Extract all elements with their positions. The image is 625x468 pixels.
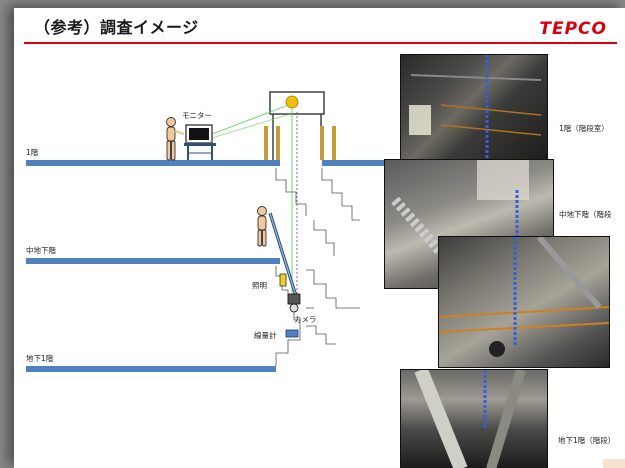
photo-label-1f: 1階（階段室） [559, 124, 609, 133]
lighting-unit [279, 273, 287, 287]
title-underline [24, 42, 617, 44]
monitor-cable-2 [211, 113, 291, 139]
label-floor-mezzanine: 中地下階 [26, 246, 56, 255]
page-title: （参考）調査イメージ [34, 18, 199, 37]
label-monitor: モニター [182, 111, 212, 120]
camera-unit [287, 293, 301, 313]
label-floor-b1: 地下1階 [26, 354, 54, 363]
label-floor-1f: 1階 [26, 148, 39, 157]
floor-slab-1f-right [322, 160, 384, 166]
dosimeter-unit [285, 329, 299, 338]
photo-label-b1: 地下1階（階段） [558, 436, 616, 445]
worker-1f [166, 117, 185, 161]
floor-slab-1f [26, 160, 280, 166]
tepco-logo: TEPCO [539, 19, 607, 39]
worker-mezzanine [257, 206, 267, 247]
photo-b1-content [414, 370, 526, 468]
monitor-cable [211, 105, 287, 135]
label-dosimeter: 線量計 [254, 331, 277, 340]
cross-section-diagram [26, 91, 384, 372]
slide: （参考）調査イメージ TEPCO [14, 8, 625, 468]
floor-slab-mezzanine [26, 258, 280, 264]
photo-mezzanine-landing [438, 236, 610, 368]
label-camera: カメラ [294, 315, 317, 324]
corner-note [603, 459, 625, 468]
photo-landing-content [439, 237, 609, 357]
photo-b1-stairwell [400, 369, 548, 468]
label-lighting: 照明 [252, 281, 267, 290]
photo-label-mezzanine: 中地下階（階段 [559, 210, 612, 219]
gantry-frame [264, 91, 336, 160]
photo-1f-stairwell [400, 54, 548, 164]
winch-reel [285, 95, 299, 109]
monitor-station [184, 124, 216, 160]
floor-slab-b1 [26, 366, 276, 372]
photo-1f-content [409, 55, 542, 163]
stairwell-outline [275, 168, 360, 366]
